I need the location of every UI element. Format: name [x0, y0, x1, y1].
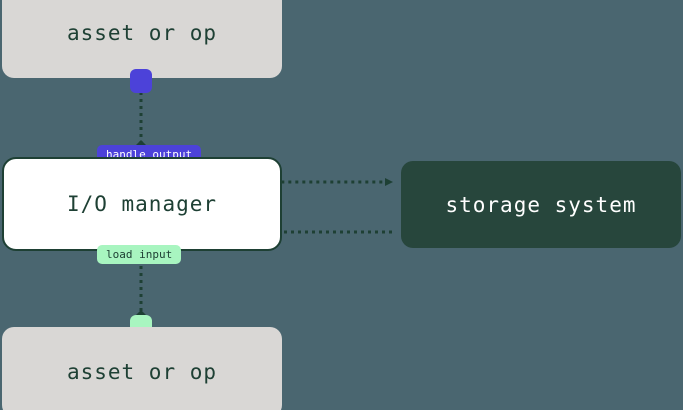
- node-io-manager-label: I/O manager: [66, 192, 218, 216]
- edge-label-load-input[interactable]: load input: [97, 245, 182, 264]
- node-asset-bottom[interactable]: asset or op: [2, 327, 282, 410]
- node-io-manager[interactable]: I/O manager: [2, 157, 282, 251]
- node-storage-system-label: storage system: [445, 192, 637, 217]
- node-asset-top[interactable]: asset or op: [2, 0, 282, 78]
- edge-label-load-input-text: load input: [106, 248, 173, 261]
- node-storage-system[interactable]: storage system: [401, 161, 681, 248]
- output-connector-handle[interactable]: [130, 69, 152, 93]
- node-asset-top-label: asset or op: [66, 21, 218, 45]
- node-asset-bottom-label: asset or op: [66, 360, 218, 384]
